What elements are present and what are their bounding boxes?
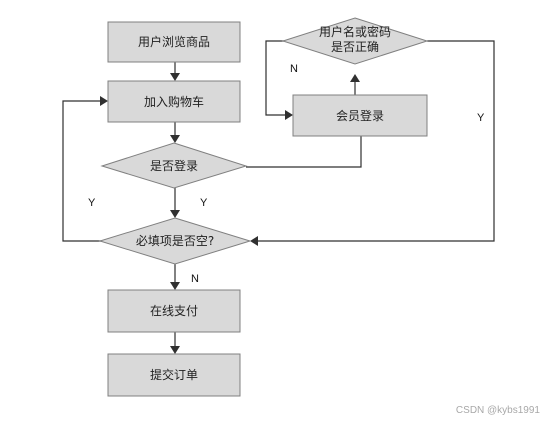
node-member-login: 会员登录: [292, 94, 428, 137]
arrowhead: [170, 346, 180, 354]
edge-label-credentials-yes: Y: [477, 112, 485, 124]
arrowhead: [170, 73, 180, 81]
decision-label-line1: 用户名或密码: [319, 24, 391, 39]
node-browse-products: 用户浏览商品: [107, 21, 241, 63]
node-label: 会员登录: [336, 108, 384, 123]
arrowhead: [170, 135, 180, 143]
edge-label-credentials-no: N: [290, 63, 298, 75]
node-add-to-cart: 加入购物车: [107, 80, 241, 123]
arrowhead: [100, 96, 108, 106]
decision-required-fields-empty: 必填项是否空?: [98, 217, 252, 265]
node-label: 在线支付: [150, 304, 198, 318]
arrowhead: [285, 110, 293, 120]
decision-credentials-correct: 用户名或密码 是否正确: [281, 17, 429, 65]
decision-is-logged-in: 是否登录: [100, 142, 248, 189]
decision-label: 是否登录: [150, 158, 198, 173]
edge-label-login-yes: Y: [200, 197, 208, 209]
node-label: 提交订单: [150, 367, 198, 382]
arrowhead: [350, 74, 360, 82]
arrowhead: [170, 210, 180, 218]
arrowhead: [250, 236, 258, 246]
edge-label-empty-yes: Y: [88, 197, 96, 209]
arrowhead: [170, 282, 180, 290]
node-online-payment: 在线支付: [107, 289, 241, 333]
watermark: CSDN @kybs1991: [456, 405, 541, 416]
connector-login-check-to-member-login: [246, 136, 362, 168]
connector-credentials-yes-to-empty-check: [258, 40, 495, 242]
edge-label-empty-no: N: [191, 273, 199, 285]
connector-credentials-no-loop: [265, 40, 285, 116]
node-label: 用户浏览商品: [138, 34, 210, 49]
connectors: [62, 40, 495, 354]
node-submit-order: 提交订单: [107, 353, 241, 397]
connector-empty-loop-to-cart: [62, 100, 102, 242]
decision-label: 必填项是否空?: [136, 234, 214, 248]
node-label: 加入购物车: [144, 94, 204, 109]
decision-label-line2: 是否正确: [331, 40, 379, 54]
